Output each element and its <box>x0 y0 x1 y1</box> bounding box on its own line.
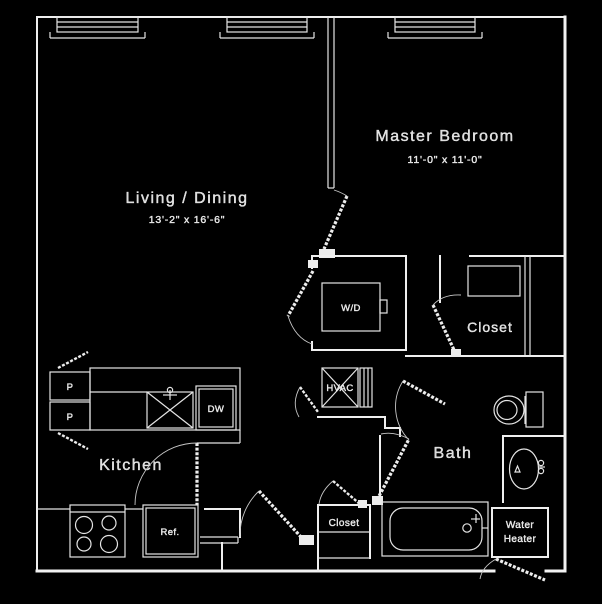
hvac-label: HVAC <box>326 383 353 394</box>
water-heater-closet: Water Heater <box>479 507 549 582</box>
entry-closet-door <box>318 480 367 508</box>
bathroom: Bath <box>372 379 566 505</box>
refrigerator: Ref. <box>142 504 199 558</box>
kitchen-sink <box>146 386 194 429</box>
living-dining-label: Living / Dining <box>126 190 249 207</box>
entry <box>200 489 314 572</box>
tub-faucet <box>471 514 488 529</box>
bath-door-upper <box>395 379 446 441</box>
living-dining-dimensions: 13'-2" x 16'-6" <box>149 214 226 226</box>
master-closet-door <box>431 294 462 357</box>
window-symbol-2 <box>219 16 315 39</box>
master-bedroom-dimensions: 11'-0" x 11'-0" <box>407 154 482 166</box>
master-closet-label: Closet <box>467 319 513 335</box>
window-symbol-3 <box>387 16 483 39</box>
vanity-sink <box>508 448 545 490</box>
water-heater-door <box>479 557 546 582</box>
closet-shelf <box>467 265 521 297</box>
stove <box>69 504 126 558</box>
washer-dryer-label: W/D <box>341 303 361 314</box>
window-symbol-1 <box>49 16 146 39</box>
master-closet: Closet <box>405 255 566 357</box>
water-heater-label-line2: Heater <box>504 534 537 545</box>
pantry-cabinets: P P <box>49 350 91 451</box>
entry-door <box>239 489 303 539</box>
water-heater-label-line1: Water <box>506 520 535 531</box>
washer-dryer-unit: W/D <box>321 282 388 332</box>
entry-closet-label: Closet <box>329 518 360 529</box>
laundry-closet: W/D <box>286 255 407 351</box>
bedroom-partition-wall <box>327 17 335 189</box>
kitchen-label: Kitchen <box>99 457 163 474</box>
hvac-closet: HVAC <box>294 367 401 437</box>
kitchen: Kitchen P P DW <box>37 350 241 558</box>
toilet <box>493 391 544 428</box>
room-labels: Living / Dining 13'-2" x 16'-6" Master B… <box>125 128 514 226</box>
pantry-door-bottom <box>57 431 89 451</box>
laundry-closet-door <box>286 260 318 345</box>
dishwasher: DW <box>195 385 237 431</box>
bath-label: Bath <box>434 445 473 462</box>
stove-burner <box>101 515 117 531</box>
hvac-door <box>294 386 319 418</box>
pantry-door-top <box>57 350 89 370</box>
pantry-bottom-label: P <box>67 412 74 423</box>
hvac-unit: HVAC <box>321 367 359 408</box>
stove-burner <box>74 515 94 535</box>
bath-door <box>372 432 411 505</box>
hvac-louver <box>359 367 373 408</box>
stove-burner <box>76 536 92 552</box>
entry-closet: Closet <box>317 480 371 572</box>
dishwasher-label: DW <box>208 404 225 415</box>
pantry-top-label: P <box>67 382 74 393</box>
stove-burner <box>99 534 119 554</box>
refrigerator-label: Ref. <box>160 527 179 538</box>
kitchen-door <box>134 442 199 506</box>
bedroom-door <box>319 189 349 258</box>
bathtub <box>381 501 489 557</box>
master-bedroom-label: Master Bedroom <box>375 128 514 145</box>
tub-drain <box>462 523 472 533</box>
